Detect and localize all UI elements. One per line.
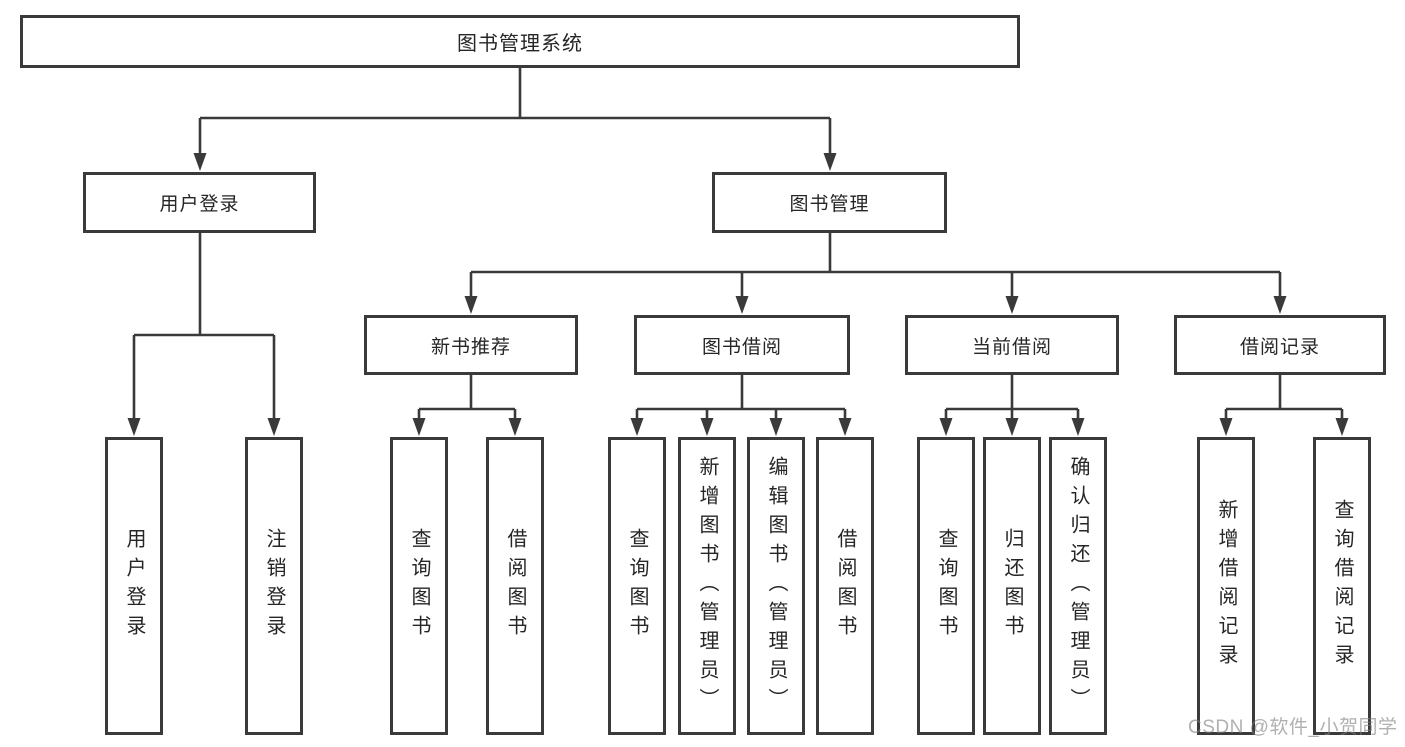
node-user-login: 用户登录 — [83, 172, 316, 233]
leaf-label: 查询图书 — [626, 528, 648, 644]
node-borrow-records: 借阅记录 — [1174, 315, 1386, 375]
leaf-return-book: 归还图书 — [983, 437, 1041, 735]
node-book-management: 图书管理 — [712, 172, 947, 233]
node-label: 图书管理系统 — [457, 33, 583, 55]
leaf-logout: 注销登录 — [245, 437, 303, 735]
connector-records-to-leaves — [1219, 375, 1349, 436]
node-current-borrowing: 当前借阅 — [905, 315, 1119, 375]
connector-userlogin-to-leaves — [127, 233, 281, 436]
leaf-label: 借阅图书 — [834, 528, 856, 644]
leaf-user-login: 用户登录 — [105, 437, 163, 735]
csdn-watermark: CSDN @软件_小贺同学 — [1188, 717, 1398, 738]
leaf-label: 编辑图书（管理员） — [765, 455, 787, 717]
connector-bookborrow-to-leaves — [630, 375, 852, 436]
leaf-query-borrow-record: 查询借阅记录 — [1313, 437, 1371, 735]
node-label: 用户登录 — [159, 194, 240, 215]
connector-root-to-level1 — [193, 68, 837, 171]
node-label: 当前借阅 — [971, 336, 1052, 358]
node-new-book-recommendation: 新书推荐 — [364, 315, 578, 375]
node-label: 图书管理 — [789, 194, 870, 215]
leaf-add-book-admin: 新增图书（管理员） — [678, 437, 736, 735]
leaf-edit-book-admin: 编辑图书（管理员） — [747, 437, 805, 735]
leaf-borrow-books-borrowing: 借阅图书 — [816, 437, 874, 735]
node-label: 图书借阅 — [701, 336, 782, 358]
leaf-add-borrow-record: 新增借阅记录 — [1197, 437, 1255, 735]
leaf-label: 注销登录 — [263, 528, 285, 644]
leaf-label: 查询图书 — [935, 528, 957, 644]
connector-newbook-to-leaves — [412, 375, 522, 436]
leaf-label: 用户登录 — [123, 528, 145, 644]
leaf-query-books-current: 查询图书 — [917, 437, 975, 735]
leaf-label: 查询借阅记录 — [1331, 499, 1353, 673]
leaf-borrow-books-recommend: 借阅图书 — [486, 437, 544, 735]
leaf-label: 新增借阅记录 — [1215, 499, 1237, 673]
leaf-label: 借阅图书 — [504, 528, 526, 644]
node-book-borrowing: 图书借阅 — [634, 315, 850, 375]
connector-currentborrow-to-leaves — [939, 375, 1085, 436]
leaf-query-books-borrowing: 查询图书 — [608, 437, 666, 735]
node-label: 借阅记录 — [1239, 336, 1320, 358]
leaf-label: 查询图书 — [408, 528, 430, 644]
leaf-label: 新增图书（管理员） — [696, 455, 718, 717]
leaf-label: 归还图书 — [1001, 528, 1023, 644]
leaf-confirm-return-admin: 确认归还（管理员） — [1049, 437, 1107, 735]
leaf-label: 确认归还（管理员） — [1067, 455, 1089, 717]
node-library-management-system: 图书管理系统 — [20, 15, 1020, 68]
connector-bookmgmt-to-level2 — [464, 233, 1287, 314]
leaf-query-books-recommend: 查询图书 — [390, 437, 448, 735]
node-label: 新书推荐 — [430, 336, 511, 358]
